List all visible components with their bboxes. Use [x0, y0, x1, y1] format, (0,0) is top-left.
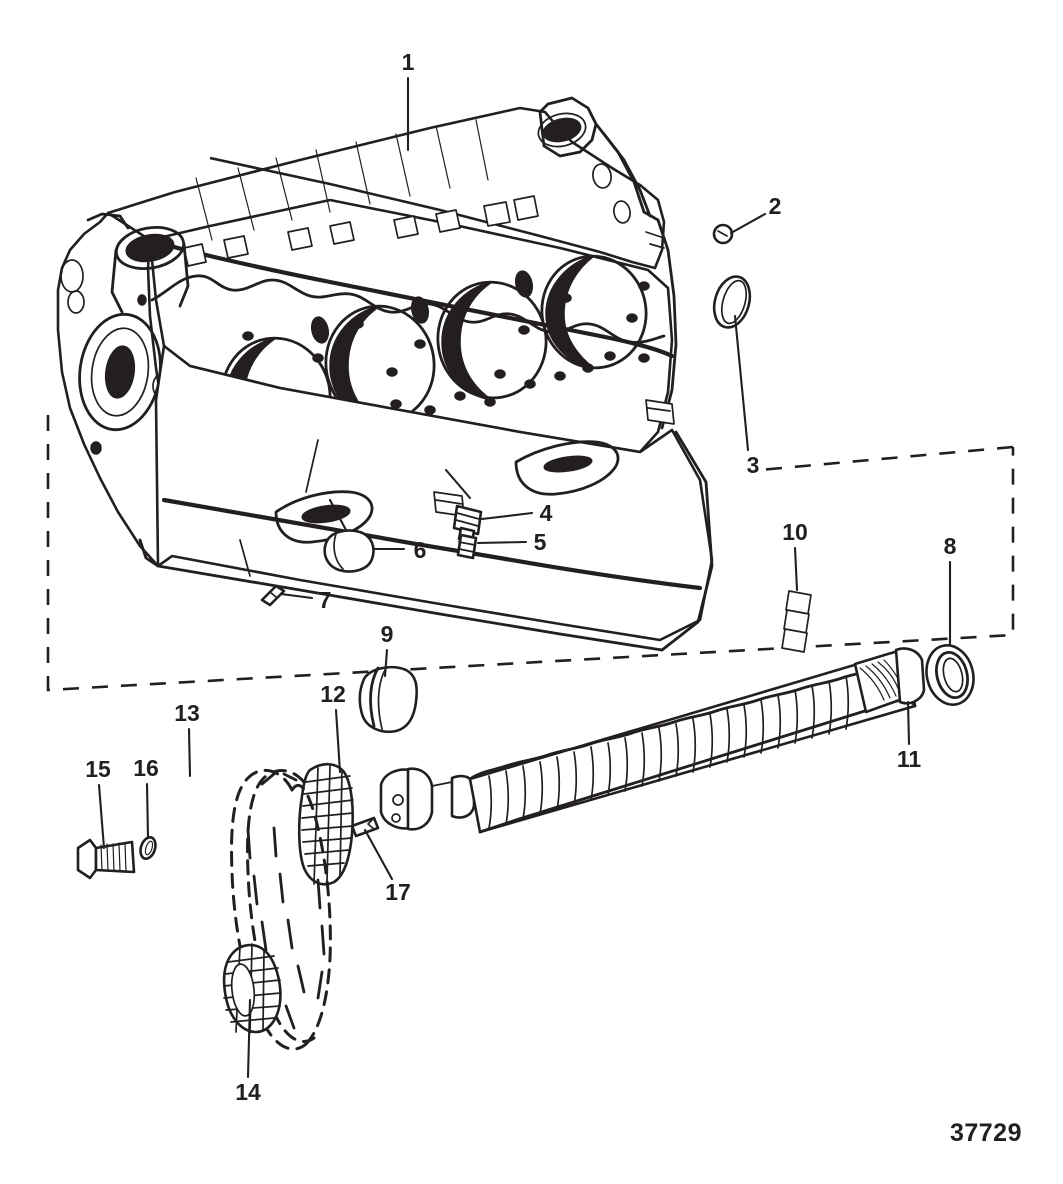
- callout-7: 7: [319, 587, 332, 613]
- camshaft-bore-plug: [323, 529, 375, 573]
- callout-12: 12: [320, 681, 346, 707]
- leader-15: [97, 783, 106, 850]
- crankshaft-sprocket-teeth: [223, 943, 282, 1034]
- leader-17: [363, 828, 394, 881]
- pipe-plug: [456, 533, 478, 560]
- camshaft-bearing-single: [358, 666, 418, 734]
- callout-5: 5: [534, 529, 547, 555]
- lifter-valley-bosses: [183, 195, 539, 267]
- callout-1: 1: [402, 49, 415, 75]
- leader-12: [334, 708, 342, 774]
- leader-11: [906, 700, 911, 746]
- cylinder-block: [56, 96, 714, 652]
- leader-3: [733, 314, 750, 452]
- leader-5: [476, 540, 528, 545]
- leader-16: [145, 782, 150, 840]
- callout-leader-lines: [97, 76, 952, 1079]
- lock-washer: [139, 836, 157, 860]
- callout-13: 13: [174, 700, 200, 726]
- sprocket-dowel-pin: [350, 816, 380, 838]
- callout-9: 9: [381, 621, 394, 647]
- callout-8: 8: [944, 533, 957, 559]
- callout-labels: 1 2 3 4 5 6 7 8 9 10 11 12 13 14 15 16 1…: [85, 49, 956, 1105]
- sprocket-bolt: [76, 838, 136, 880]
- crankshaft-sprocket: [222, 943, 282, 1034]
- callout-17: 17: [385, 879, 411, 905]
- sprocket-bolt-threads: [100, 842, 127, 873]
- leader-2: [729, 212, 767, 235]
- block-top-ribs: [195, 119, 489, 241]
- callout-3: 3: [747, 452, 760, 478]
- leader-10: [793, 546, 799, 592]
- leader-13: [187, 727, 192, 778]
- leader-9: [383, 648, 389, 678]
- leader-4: [480, 511, 534, 521]
- camshaft: [379, 647, 926, 834]
- callout-6: 6: [414, 537, 427, 563]
- callout-16: 16: [133, 755, 159, 781]
- callout-4: 4: [540, 500, 553, 526]
- oil-pan-rail-features: [239, 439, 620, 577]
- leader-14: [246, 998, 252, 1079]
- camshaft-front-hub: [379, 767, 476, 831]
- dowel-pin-block: [260, 584, 286, 607]
- dashed-group-box: [46, 415, 1015, 692]
- callout-2: 2: [769, 193, 782, 219]
- leader-4b: [444, 468, 472, 500]
- cup-plug-small: [712, 223, 734, 245]
- core-plug-oval: [712, 275, 752, 329]
- camshaft-bearing-set: [781, 590, 812, 653]
- callout-15: 15: [85, 756, 111, 782]
- camshaft-thrust-plate: [925, 644, 975, 706]
- leader-7: [279, 592, 314, 600]
- drawing-number: 37729: [950, 1119, 1022, 1147]
- camshaft-lobes: [468, 648, 917, 834]
- callout-10: 10: [782, 519, 808, 545]
- camshaft-rear-journal: [853, 647, 926, 714]
- callout-14: 14: [235, 1079, 261, 1105]
- block-front-right-detail: [537, 96, 678, 430]
- callout-11: 11: [897, 746, 922, 772]
- leader-6b: [328, 498, 348, 532]
